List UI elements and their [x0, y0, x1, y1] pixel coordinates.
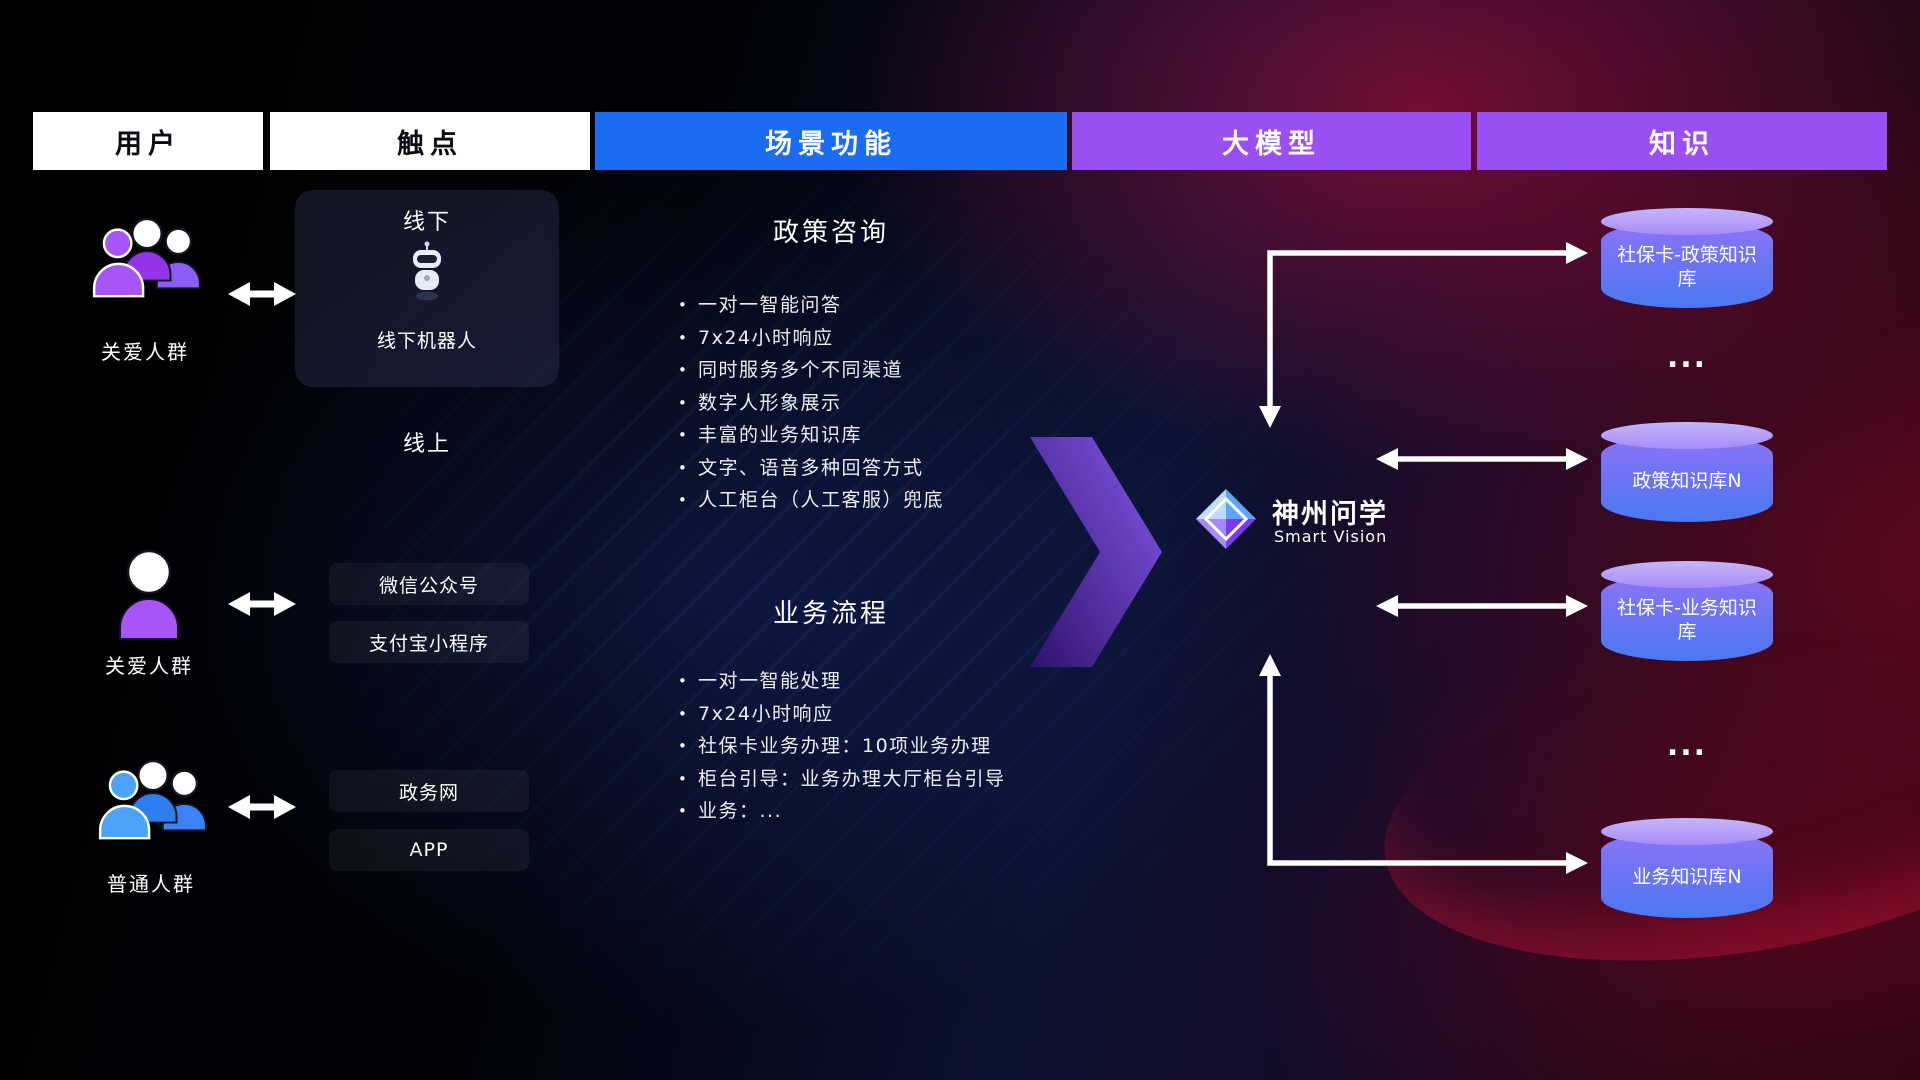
ellipsis-indicator: ...	[1666, 340, 1708, 375]
cylinder-top	[1601, 561, 1773, 588]
bullet-item: 7x24小时响应	[676, 322, 944, 355]
knowledge-db-policy-n: 政策知识库N	[1601, 422, 1773, 522]
scenario-title-business: 业务流程	[772, 599, 889, 629]
channel-wechat: 微信公众号	[329, 563, 529, 605]
scenario-title-policy: 政策咨询	[772, 218, 889, 248]
channel-app: APP	[329, 829, 529, 871]
scenario-list-business: 一对一智能处理 7x24小时响应 社保卡业务办理：10项业务办理 柜台引导：业务…	[676, 665, 1006, 828]
knowledge-db-policy-shebao: 社保卡-政策知识库	[1601, 208, 1773, 308]
user-label: 关爱人群	[105, 654, 193, 678]
bullet-item: 文字、语音多种回答方式	[676, 452, 944, 485]
user-label: 关爱人群	[101, 340, 189, 364]
diamond-logo-icon	[1194, 487, 1258, 555]
cylinder-body	[1601, 435, 1773, 522]
user-label: 普通人群	[107, 872, 195, 896]
cylinder-body	[1601, 831, 1773, 918]
column-header-model: 大模型	[1072, 112, 1471, 170]
cylinder-body	[1601, 221, 1773, 308]
channel-gov-web: 政务网	[329, 770, 529, 812]
cylinder-body	[1601, 574, 1773, 661]
robot-icon	[405, 240, 449, 306]
knowledge-db-business-shebao: 社保卡-业务知识库	[1601, 561, 1773, 661]
group-people-icon	[94, 754, 212, 852]
cylinder-top	[1601, 208, 1773, 235]
column-header-knowledge: 知识	[1477, 112, 1887, 170]
offline-touchpoint-card: 线下 线下机器人	[295, 190, 559, 387]
bullet-item: 一对一智能处理	[676, 665, 1006, 698]
offline-title: 线下	[402, 210, 451, 235]
bullet-item: 丰富的业务知识库	[676, 419, 944, 452]
knowledge-db-label: 业务知识库N	[1632, 866, 1742, 888]
person-icon	[112, 545, 186, 645]
channel-alipay: 支付宝小程序	[329, 621, 529, 663]
column-header-touchpoint: 触点	[270, 112, 590, 170]
online-title: 线上	[402, 432, 451, 457]
column-header-user: 用户	[33, 112, 263, 170]
bullet-item: 业务：...	[676, 795, 1006, 828]
bullet-item: 数字人形象展示	[676, 387, 944, 420]
bullet-item: 社保卡业务办理：10项业务办理	[676, 730, 1006, 763]
cylinder-top	[1601, 818, 1773, 845]
knowledge-db-label: 政策知识库N	[1632, 470, 1742, 492]
bullet-item: 同时服务多个不同渠道	[676, 354, 944, 387]
bullet-item: 柜台引导：业务办理大厅柜台引导	[676, 763, 1006, 796]
knowledge-db-business-n: 业务知识库N	[1601, 818, 1773, 918]
group-people-icon	[88, 212, 206, 310]
knowledge-db-label: 社保卡-业务知识库	[1617, 597, 1757, 643]
offline-robot-label: 线下机器人	[376, 330, 477, 352]
bullet-item: 一对一智能问答	[676, 289, 944, 322]
knowledge-db-label: 社保卡-政策知识库	[1617, 244, 1757, 290]
bullet-item: 7x24小时响应	[676, 698, 1006, 731]
column-header-scenario: 场景功能	[595, 112, 1067, 170]
model-name: 神州问学	[1272, 499, 1388, 530]
bullet-item: 人工柜台（人工客服）兜底	[676, 484, 944, 517]
ellipsis-indicator: ...	[1666, 728, 1708, 763]
model-subtitle: Smart Vision	[1274, 527, 1388, 546]
cylinder-top	[1601, 422, 1773, 449]
scenario-list-policy: 一对一智能问答 7x24小时响应 同时服务多个不同渠道 数字人形象展示 丰富的业…	[676, 289, 944, 517]
